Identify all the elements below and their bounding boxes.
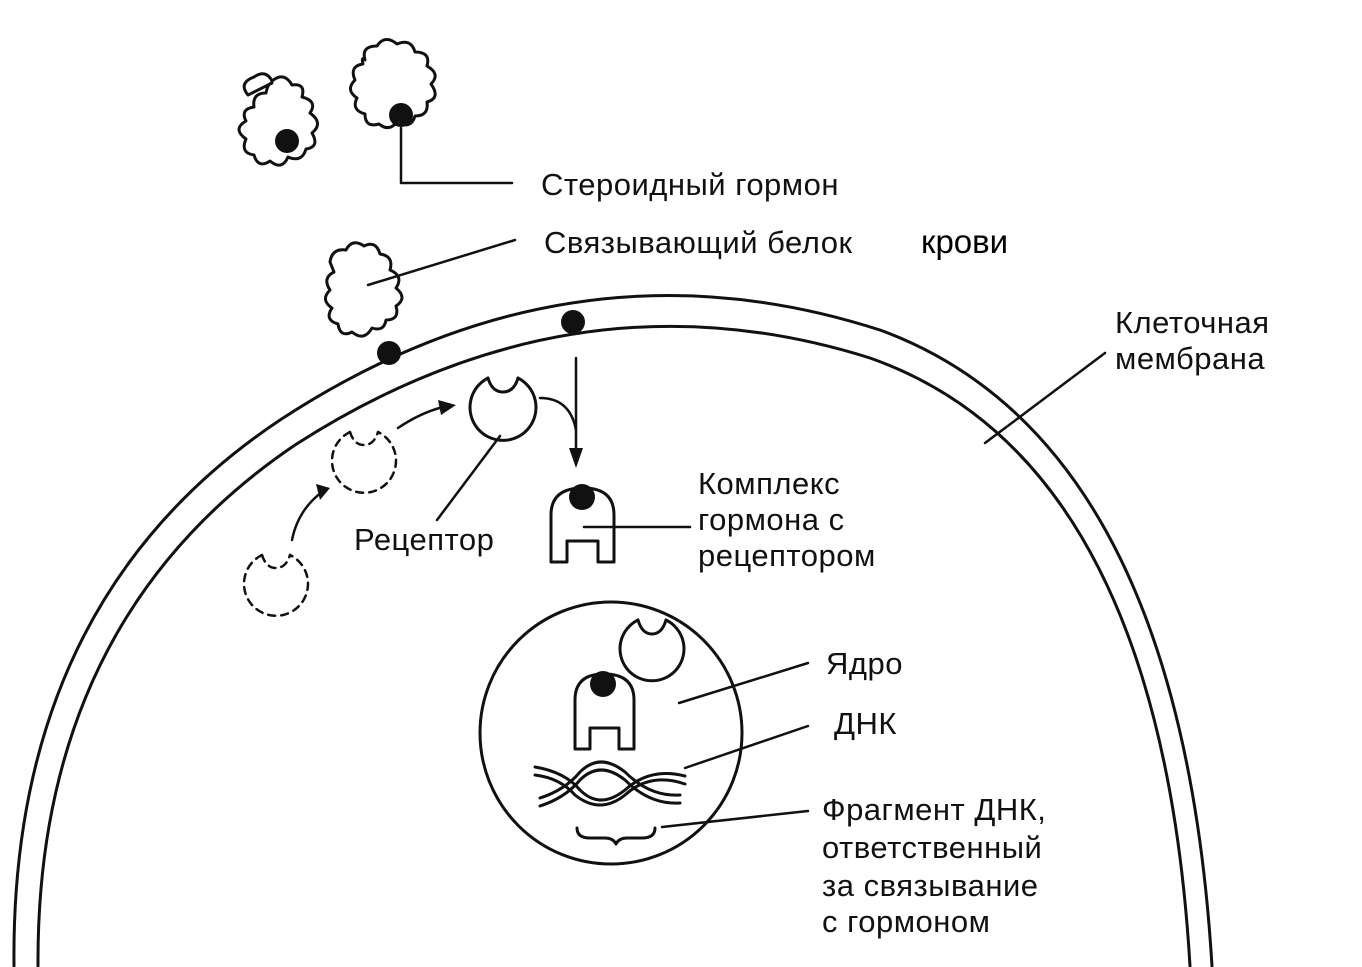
label-fragment-3: за связывание	[822, 868, 1039, 903]
dna-fragment-bracket	[575, 809, 810, 846]
label-dna: ДНК	[834, 706, 897, 741]
precursor-arrow-2	[396, 400, 456, 430]
hormone-in-membrane-1	[377, 341, 401, 365]
label-complex-3: рецептором	[698, 538, 876, 573]
label-complex-1: Комплекс	[698, 466, 840, 501]
precursor-arrow-1	[290, 484, 330, 542]
receptor-to-complex-arrow	[538, 396, 578, 432]
label-nucleus: Ядро	[826, 646, 903, 681]
label-receptor: Рецептор	[354, 522, 494, 557]
membrane-leader-line	[983, 351, 1107, 445]
label-fragment-2: ответственный	[822, 830, 1042, 865]
nucleus	[478, 600, 810, 866]
cell-membrane	[12, 294, 1214, 967]
receptor-precursor-2	[330, 430, 398, 494]
receptor	[435, 376, 538, 522]
hormone-in-membrane-2	[561, 310, 585, 334]
label-binding-protein: Связывающий белок	[544, 225, 853, 260]
receptor-precursor-1	[242, 553, 310, 617]
hormone-entry-arrow	[569, 356, 583, 468]
label-fragment-1: Фрагмент ДНК,	[822, 792, 1046, 827]
binding-protein-with-hormone-2	[349, 38, 514, 185]
hormone-receptor-complex	[549, 484, 692, 564]
label-cell-membrane-1: Клеточная	[1115, 305, 1270, 340]
nuclear-receptor	[618, 618, 686, 683]
label-fragment-4: с гормоном	[822, 904, 990, 939]
label-binding-protein-suffix: крови	[921, 223, 1008, 260]
label-cell-membrane-2: мембрана	[1115, 341, 1265, 376]
nuclear-hormone-receptor-complex	[573, 671, 636, 751]
label-complex-2: гормона с	[698, 502, 845, 537]
label-steroid-hormone: Стероидный гормон	[541, 167, 839, 202]
binding-protein-with-hormone-1	[237, 72, 319, 167]
dna-helix	[533, 724, 810, 808]
binding-protein-empty	[324, 238, 517, 338]
